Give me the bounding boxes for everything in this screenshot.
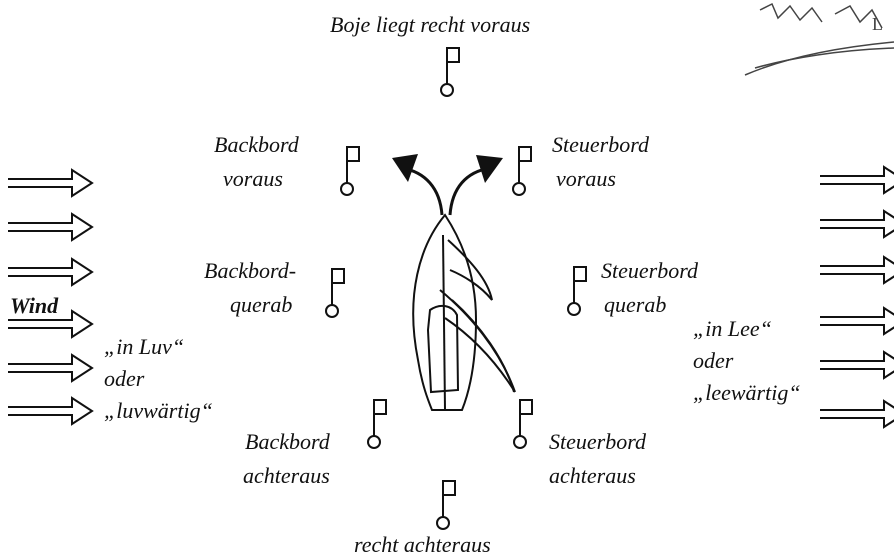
buoy-backbord-querab — [326, 269, 344, 317]
label-steuerbord-querab-2: querab — [604, 290, 666, 320]
label-steuerbord-voraus-2: voraus — [556, 164, 616, 194]
buoy-steuerbord-voraus — [513, 147, 531, 195]
wind-arrows-right — [820, 167, 894, 427]
buoy-steuerbord-achteraus — [514, 400, 532, 448]
label-recht-achteraus: recht achteraus — [354, 530, 491, 560]
label-steuerbord-achteraus-1: Steuerbord — [549, 427, 646, 457]
label-backbord-querab-1: Backbord- — [204, 256, 296, 286]
label-luv-2: oder — [104, 364, 144, 394]
buoy-recht-achteraus — [437, 481, 455, 529]
buoy-backbord-voraus — [341, 147, 359, 195]
svg-text:L: L — [872, 14, 883, 34]
label-backbord-achteraus-1: Backbord — [245, 427, 330, 457]
sketch-fragment: L — [745, 4, 894, 75]
label-wind: Wind — [10, 291, 58, 321]
label-steuerbord-voraus-1: Steuerbord — [552, 130, 649, 160]
label-luv-1: „in Luv“ — [104, 332, 184, 362]
label-backbord-querab-2: querab — [230, 290, 292, 320]
label-steuerbord-querab-1: Steuerbord — [601, 256, 698, 286]
boat — [413, 215, 515, 410]
buoy-steuerbord-querab — [568, 267, 586, 315]
buoy-backbord-achteraus — [368, 400, 386, 448]
label-recht-voraus: Boje liegt recht voraus — [330, 10, 530, 40]
label-lee-2: oder — [693, 346, 733, 376]
label-backbord-voraus-1: Backbord — [214, 130, 299, 160]
label-luv-3: „luvwärtig“ — [104, 396, 213, 426]
turn-arrows — [392, 154, 503, 215]
label-steuerbord-achteraus-2: achteraus — [549, 461, 636, 491]
buoy-recht-voraus — [441, 48, 459, 96]
label-lee-3: „leewärtig“ — [693, 378, 801, 408]
label-backbord-voraus-2: voraus — [223, 164, 283, 194]
label-backbord-achteraus-2: achteraus — [243, 461, 330, 491]
label-lee-1: „in Lee“ — [693, 314, 772, 344]
